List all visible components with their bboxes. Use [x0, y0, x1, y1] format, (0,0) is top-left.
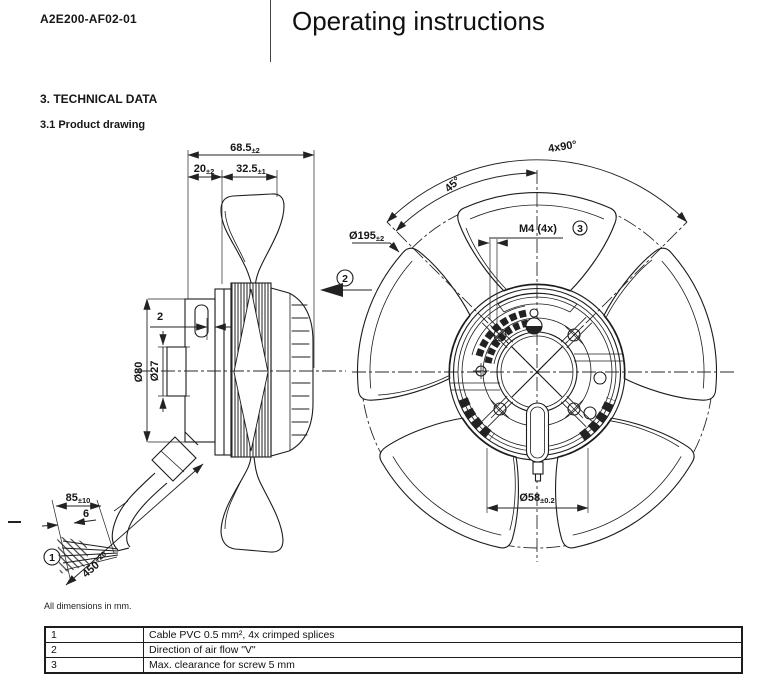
mounting-holes [490, 325, 584, 419]
dim-hub-bore: Ø27 [149, 361, 161, 382]
vent-slot [458, 397, 496, 442]
side-bearing-tube [166, 346, 187, 397]
dim-screw-spec: M4 (4x) [519, 223, 557, 235]
terminal-detail [529, 308, 539, 318]
screw-head [593, 371, 607, 385]
legend-number: 1 [44, 626, 144, 643]
hub [448, 283, 626, 482]
dim-total-depth: 68.5±2 [230, 142, 260, 155]
dim-impeller-width: 32.5±1 [236, 163, 266, 176]
page-title: Operating instructions [292, 6, 545, 36]
document-code: A2E200-AF02-01 [40, 12, 137, 26]
dim-flange-diameter: Ø80 [133, 362, 145, 383]
header-divider [270, 0, 271, 62]
dim-wire-length: 85±10 [66, 492, 91, 505]
dim-hole-pattern-angle: 4x90° [547, 139, 577, 155]
dim-step: 2 [157, 311, 163, 323]
front-view-dimensions: 4x90° 45° Ø195±2 M4 (4x) 3 Ø58±0.2 2 [320, 139, 688, 513]
legend-number: 2 [44, 642, 144, 658]
side-view-dimensions: 68.5±2 20±2 32.5±1 Ø80 Ø27 2 85±10 [8, 142, 315, 586]
callout-2: 2 [342, 273, 348, 285]
vent-slot [578, 397, 616, 442]
legend-table: 1 Cable PVC 0.5 mm², 4x crimped splices … [44, 626, 743, 674]
side-motor-housing [270, 287, 314, 457]
side-top-blade [220, 193, 285, 287]
section-subheading: 3.1 Product drawing [40, 119, 146, 131]
table-row: 3 Max. clearance for screw 5 mm [44, 657, 743, 674]
callout-3-circle [572, 220, 588, 236]
airflow-arrow-icon [320, 283, 343, 297]
callout-1: 1 [49, 552, 55, 564]
legend-description: Direction of air flow "V" [143, 642, 743, 658]
cooling-ribs [291, 304, 311, 436]
section-heading: 3. TECHNICAL DATA [40, 92, 158, 106]
front-view [341, 170, 736, 565]
callout-3: 3 [577, 223, 583, 235]
dim-hole-offset-angle: 45° [443, 175, 463, 195]
legend-number: 3 [44, 657, 144, 674]
legend-description: Max. clearance for screw 5 mm [143, 657, 743, 674]
screw-head [583, 406, 597, 420]
dimensions-note: All dimensions in mm. [44, 601, 132, 611]
cable-gland [525, 402, 550, 482]
callout-1-circle [43, 548, 61, 566]
legend-description: Cable PVC 0.5 mm², 4x crimped splices [143, 626, 743, 643]
dim-crimp-length: 6 [83, 508, 89, 520]
table-row: 1 Cable PVC 0.5 mm², 4x crimped splices [44, 626, 743, 643]
table-row: 2 Direction of air flow "V" [44, 642, 743, 658]
callout-2-circle [336, 269, 354, 287]
side-view [57, 193, 346, 574]
dim-front-depth: 20±2 [194, 163, 215, 176]
dim-bolt-circle: Ø58±0.2 [519, 492, 554, 505]
dim-ring-diameter: Ø195±2 [349, 230, 384, 243]
